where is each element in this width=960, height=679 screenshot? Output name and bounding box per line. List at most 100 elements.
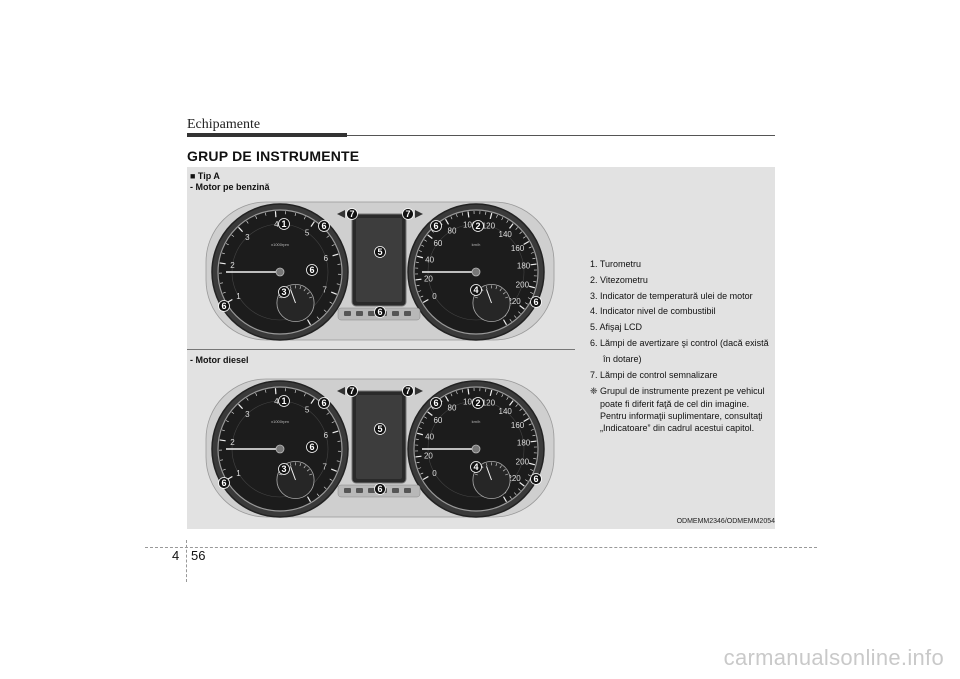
image-reference-code: ODMEMM2346/ODMEMM2054 <box>676 518 775 525</box>
petrol-tachometer-tick <box>294 213 297 217</box>
petrol-speedometer-tick <box>424 239 427 242</box>
callout-number: 2 <box>475 398 480 408</box>
diesel-speedometer-tick <box>461 389 464 393</box>
petrol-tachometer-tick <box>316 316 320 320</box>
petrol-speedometer-tick-label: 20 <box>424 274 433 283</box>
petrol-tachometer-tick <box>219 262 226 265</box>
callout-4: 4 <box>470 461 482 473</box>
petrol-speedometer-tick <box>506 220 509 223</box>
petrol-tachometer-tick <box>330 291 338 295</box>
diesel-tachometer-hub <box>275 444 285 454</box>
callout-badge <box>278 395 290 407</box>
petrol-speedometer-tick <box>489 212 493 220</box>
diesel-tachometer-tick <box>306 496 312 503</box>
diesel-tachometer-tick <box>329 478 333 481</box>
callout-4: 4 <box>470 284 482 296</box>
diesel-speedometer-tick <box>528 423 532 426</box>
diesel-speedometer-tick <box>421 421 425 424</box>
diesel-tachometer-tick <box>225 420 229 423</box>
petrol-warning-lamp-icon <box>404 311 411 316</box>
petrol-tachometer-tick <box>326 235 330 238</box>
legend-item: 3. Indicator de temperatură ulei de moto… <box>590 290 753 301</box>
diesel-speedometer-tick <box>519 408 523 411</box>
callout-badge <box>218 477 230 489</box>
petrol-speedometer-tick <box>496 214 498 218</box>
petrol-speedometer-tick-label: 220 <box>507 297 521 306</box>
watermark: carmanualsonline.info <box>723 645 944 670</box>
petrol-speedometer-tick <box>525 302 528 305</box>
petrol-tachometer-subgauge-tick <box>299 286 302 290</box>
diesel-speedometer-tick-label: 160 <box>511 421 525 430</box>
diesel-speedometer-tick <box>527 474 531 477</box>
callout-6: 6 <box>306 264 318 276</box>
petrol-tachometer-tick-label: 3 <box>245 233 250 242</box>
callout-6: 6 <box>374 483 386 495</box>
diesel-speedometer-tick <box>415 455 422 458</box>
diesel-speedometer-tick <box>427 411 433 416</box>
cluster-diesel: 12345678x1000rpm020406080100120140160180… <box>205 378 555 518</box>
petrol-tachometer-subgauge-needle <box>290 289 296 304</box>
callout-number: 6 <box>433 221 438 231</box>
petrol-tachometer-tick-label: 6 <box>324 254 329 263</box>
diesel-tachometer-tick <box>326 412 330 415</box>
diesel-speedometer-tick-label: 40 <box>425 433 434 442</box>
diesel-tachometer-tick-label: 1 <box>236 469 241 478</box>
petrol-speedometer-tick <box>501 217 504 221</box>
diesel-lcd-screen <box>356 395 402 479</box>
diesel-speedometer-tick <box>514 492 517 496</box>
petrol-speedometer-tick <box>530 292 534 294</box>
diesel-tachometer-subgauge-tick <box>289 463 292 467</box>
petrol-speedometer-tick-label: 160 <box>511 244 525 253</box>
callout-badge <box>306 264 318 276</box>
petrol-speedometer-tick <box>418 290 422 292</box>
diesel-speedometer-tick <box>496 391 498 395</box>
diesel-tachometer-tick-label: 6 <box>324 431 329 440</box>
diesel-speedometer-tick-label: 220 <box>507 474 521 483</box>
diesel-tachometer-tick <box>265 389 267 393</box>
petrol-speedometer-tick <box>530 252 534 254</box>
diesel-tachometer-tick <box>222 468 226 471</box>
diesel-speedometer-tick <box>519 482 525 487</box>
diesel-tachometer-tick <box>331 421 335 424</box>
diesel-warning-lamp-icon <box>404 488 411 493</box>
petrol-lcd-screen <box>356 218 402 302</box>
cluster-petrol: 12345678x1000rpm020406080100120140160180… <box>205 201 555 341</box>
petrol-tachometer-tick-label: 5 <box>305 228 310 237</box>
callout-badge <box>374 423 386 435</box>
diesel-speedometer-tick-label: 140 <box>499 407 513 416</box>
callout-badge <box>278 286 290 298</box>
callout-badge <box>374 246 386 258</box>
page-number: 56 <box>191 548 206 563</box>
petrol-speedometer-tick <box>461 212 464 216</box>
diesel-speedometer-tick <box>416 432 424 436</box>
diesel-speedometer-tick-label: 0 <box>432 469 437 478</box>
diesel-warning-lamp-icon <box>344 488 351 493</box>
callout-number: 3 <box>281 287 286 297</box>
diesel-speedometer-tick <box>444 395 450 402</box>
diesel-speedometer-tick <box>467 388 470 395</box>
diesel-tachometer-tick <box>316 493 320 497</box>
diesel-speedometer-tick <box>530 440 537 443</box>
petrol-tachometer-tick <box>231 234 235 237</box>
diesel-tachometer-tick <box>246 397 249 401</box>
header-rule-accent <box>187 133 347 137</box>
callout-7: 7 <box>346 385 358 397</box>
callout-badge <box>218 300 230 312</box>
diesel-tachometer-tick <box>303 393 306 397</box>
callout-badge <box>278 218 290 230</box>
callout-badge <box>472 220 484 232</box>
petrol-tachometer-tick <box>221 252 225 255</box>
petrol-speedometer-tick <box>444 218 450 225</box>
callout-6: 6 <box>530 296 542 308</box>
footer-divider <box>186 540 187 582</box>
legend-item: 4. Indicator nivel de combustibil <box>590 306 716 317</box>
callout-number: 6 <box>377 307 382 317</box>
diesel-tachometer-tick <box>330 468 338 472</box>
petrol-turn-left-icon <box>337 210 345 218</box>
petrol-speedometer-tick <box>523 240 530 246</box>
petrol-tachometer-tick <box>255 215 258 219</box>
petrol-tachometer-tick <box>332 253 339 257</box>
diesel-tachometer-subgauge-tick <box>309 473 313 476</box>
diesel-tachometer-tick <box>336 460 340 462</box>
callout-badge <box>374 306 386 318</box>
